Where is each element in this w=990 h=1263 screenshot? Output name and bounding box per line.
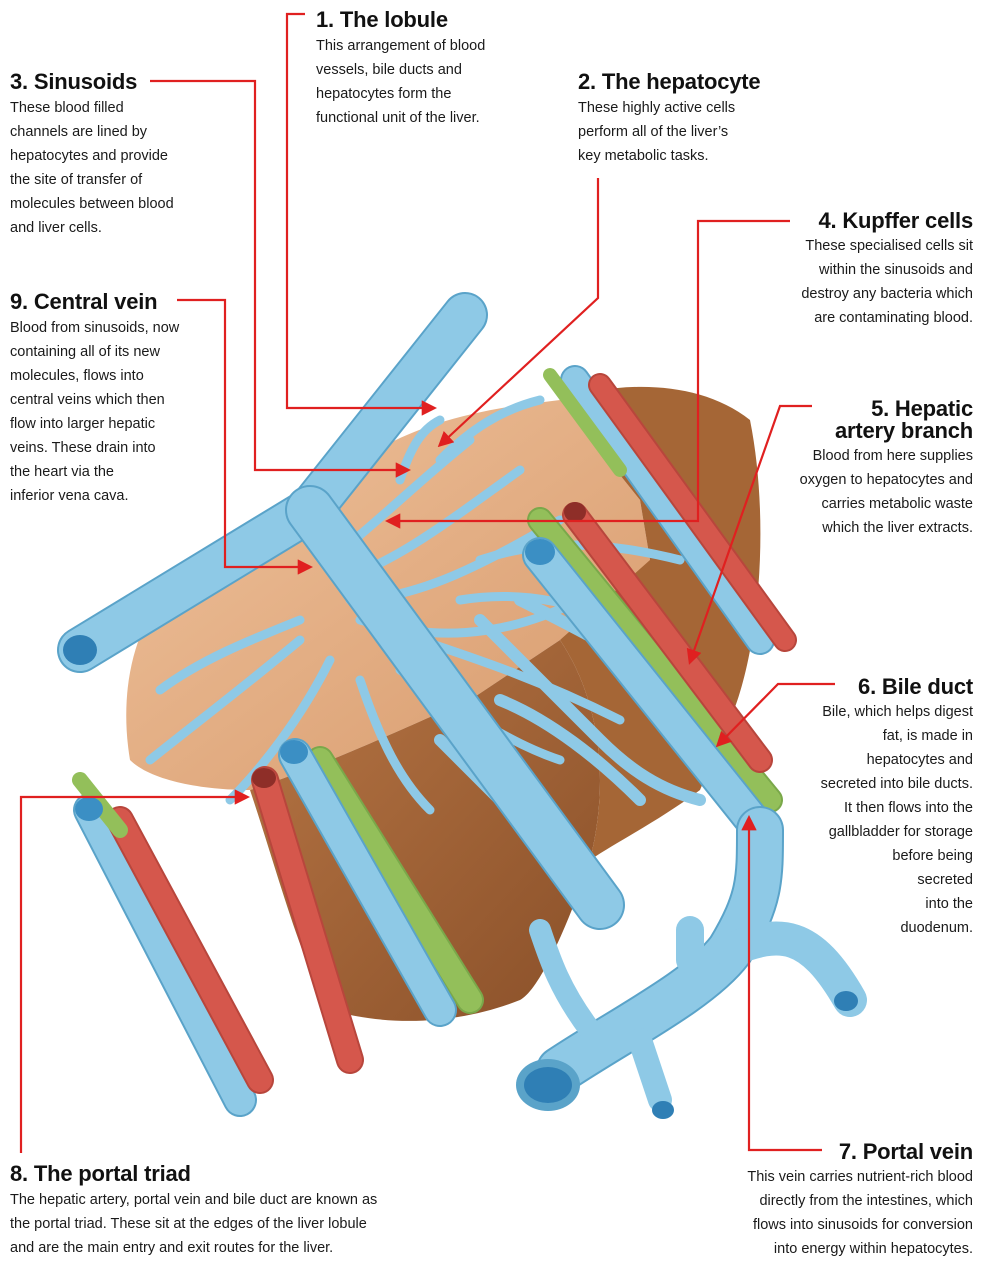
hepatocyte-description: These highly active cells perform all of… (578, 96, 838, 168)
hepatocyte-title: 2. The hepatocyte (578, 70, 838, 94)
hepatic-artery-title: 5. Hepatic artery branch (740, 398, 973, 442)
portal-triad-title: 8. The portal triad (10, 1162, 480, 1186)
label-central-vein: 9. Central vein Blood from sinusoids, no… (10, 290, 230, 508)
label-hepatic-artery-branch: 5. Hepatic artery branch Blood from here… (740, 398, 973, 540)
portal-vein-description: This vein carries nutrient-rich blood di… (673, 1165, 973, 1261)
label-lobule: 1. The lobule This arrangement of blood … (316, 8, 556, 130)
central-vein-title: 9. Central vein (10, 290, 230, 314)
bile-duct-description: Bile, which helps digest fat, is made in… (773, 700, 973, 940)
hepatic-artery-description: Blood from here supplies oxygen to hepat… (740, 444, 973, 540)
sinusoids-description: These blood filled channels are lined by… (10, 96, 230, 240)
sinusoids-title: 3. Sinusoids (10, 70, 230, 94)
label-portal-triad: 8. The portal triad The hepatic artery, … (10, 1162, 480, 1260)
label-kupffer-cells: 4. Kupffer cells These specialised cells… (700, 210, 973, 330)
label-bile-duct: 6. Bile duct Bile, which helps digest fa… (773, 676, 973, 940)
bile-duct-title: 6. Bile duct (773, 676, 973, 698)
portal-triad-description: The hepatic artery, portal vein and bile… (10, 1188, 480, 1260)
label-hepatocyte: 2. The hepatocyte These highly active ce… (578, 70, 838, 168)
lobule-description: This arrangement of blood vessels, bile … (316, 34, 556, 130)
label-sinusoids: 3. Sinusoids These blood filled channels… (10, 70, 230, 240)
left-portal-triad (75, 780, 260, 1100)
portal-vein-title: 7. Portal vein (673, 1141, 973, 1163)
label-portal-vein: 7. Portal vein This vein carries nutrien… (673, 1141, 973, 1261)
lobule-title: 1. The lobule (316, 8, 556, 32)
kupffer-title: 4. Kupffer cells (700, 210, 973, 232)
kupffer-description: These specialised cells sit within the s… (700, 234, 973, 330)
central-vein-description: Blood from sinusoids, now containing all… (10, 316, 230, 508)
